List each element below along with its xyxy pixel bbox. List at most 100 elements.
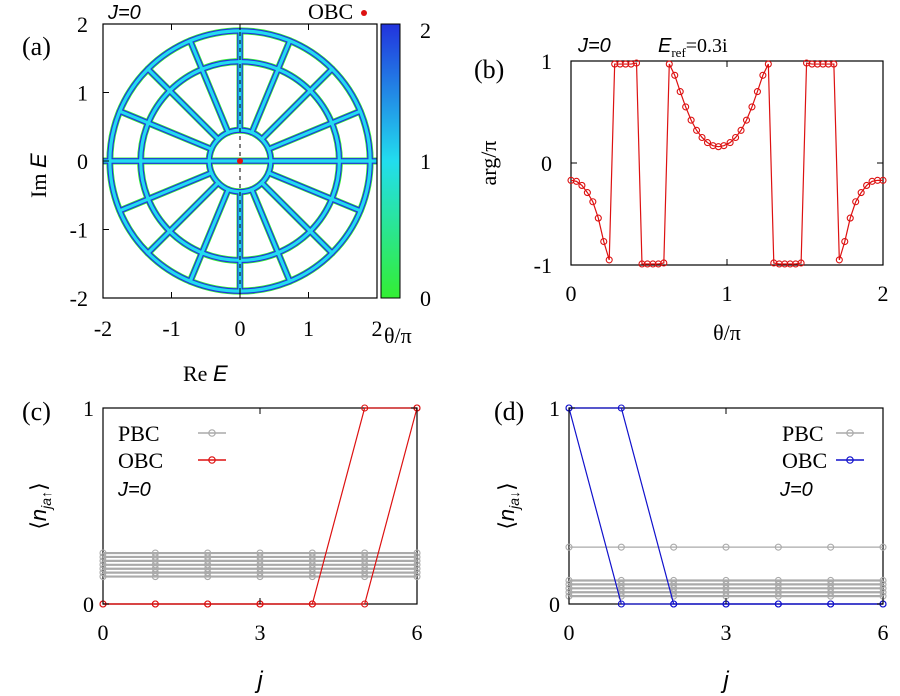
spectrum-spoke-5-layer-2 [118, 171, 214, 213]
panel-b-series-point [737, 126, 745, 134]
panel-c-xtick-label: 6 [412, 620, 423, 645]
panel-d-pbc-4-point [722, 576, 730, 585]
panel-a-label: (a) [22, 32, 51, 61]
spectrum-spoke-14-layer-2 [260, 67, 334, 141]
panel-b-series-line [570, 62, 883, 265]
panel-d-pbc-4-point [617, 576, 625, 585]
panel-b-series-point [732, 133, 740, 142]
panel-c-obc-1-point [308, 600, 316, 608]
panel-b-plot [567, 59, 887, 268]
panel-b-ylabel: arg/π [476, 141, 501, 186]
panel-d-legend-pbc-marker [846, 429, 854, 437]
panel-c-pbc-6-point [308, 549, 316, 557]
panel-a-plot [103, 24, 377, 298]
panel-d-pbc-4-point [827, 576, 835, 585]
colorbar-tick-0: 0 [420, 286, 431, 311]
panel-a-ytick-label: -1 [70, 218, 88, 243]
panel-b-ytick-label: 1 [541, 49, 552, 74]
panel-b-series-point [835, 256, 843, 264]
panel-b-series-point [589, 198, 597, 206]
panel-d-legend-obc-marker [846, 456, 854, 464]
panel-a-ytick-label: -2 [70, 286, 88, 311]
panel-b-series-point [687, 116, 695, 124]
panel-c-legend-pbc-marker [208, 429, 216, 437]
panel-d-xlabel: j [720, 667, 729, 694]
panel-c-legend-obc-marker [208, 456, 216, 464]
panel-b-ytick-label: -1 [534, 253, 552, 278]
panel-c-plot [99, 404, 421, 608]
spectrum-spoke-3-layer-2 [118, 109, 214, 151]
panel-a-xlabel: Re E [183, 361, 228, 386]
panel-a-obc-point [237, 158, 243, 164]
panel-b-series-point [726, 139, 734, 147]
spectrum-spoke-13-layer-2 [266, 109, 362, 151]
panel-b-series-point [846, 214, 854, 222]
panel-d-pbc-top-point [774, 543, 782, 551]
panel-a-ytick-label: 1 [77, 81, 88, 106]
panel-b-xtick-label: 0 [566, 281, 577, 306]
panel-b-series-point [605, 256, 613, 264]
spectrum-spoke-2-layer-2 [146, 67, 220, 141]
panel-c-obc-1-point [361, 600, 369, 608]
panel-c-pbc-6-point [151, 549, 159, 557]
panel-b-j-label: J=0 [577, 35, 611, 57]
panel-d-pbc-top-point [827, 543, 835, 551]
panel-a-ytick-label: 2 [77, 12, 88, 37]
panel-c-pbc-6-point [204, 549, 212, 557]
panel-d-pbc-top-point [617, 543, 625, 551]
panel-b-series-point [753, 88, 761, 96]
panel-b-series-point [720, 142, 728, 150]
panel-a-xtick-label: -2 [94, 316, 112, 341]
panel-d-obc-0-line [569, 407, 883, 605]
panel-b-series-point [703, 139, 712, 147]
panel-b-series-point [632, 59, 641, 67]
panel-b-series-point [852, 198, 860, 206]
panel-b-series-point [600, 237, 608, 246]
panel-d-xtick-label: 0 [564, 620, 575, 645]
spectrum-spoke-11-layer-2 [266, 171, 362, 213]
panel-d-plot [565, 404, 887, 608]
panel-c-ylabel: ⟨nja↑⟩ [26, 482, 54, 529]
panel-b-series-point [764, 60, 772, 68]
panel-d-ylabel: ⟨nja↓⟩ [494, 482, 522, 529]
panel-b-ytick-label: 0 [541, 151, 552, 176]
panel-d-pbc-4-point [670, 576, 678, 585]
panel-d-obc-0-point [617, 404, 625, 412]
panel-a-ylabel: Im E [26, 153, 51, 198]
panel-c-ytick-label: 0 [83, 592, 94, 617]
panel-a-obc-label: OBC [308, 0, 353, 24]
panel-c-pbc-6-point [361, 549, 369, 557]
panel-b-label: (b) [474, 55, 504, 84]
panel-b-series-point [797, 259, 805, 267]
panel-d-pbc-top-point [565, 543, 573, 551]
panel-a-xtick-label: -1 [162, 316, 180, 341]
panel-d-legend-j: J=0 [779, 479, 813, 501]
panel-b-series-point [841, 237, 849, 246]
colorbar [380, 23, 401, 299]
panel-d-legend-obc: OBC [782, 448, 827, 473]
panel-b-series-point [759, 71, 767, 79]
panel-a-ytick-label: 0 [77, 149, 88, 174]
spectrum-spoke-6-layer-2 [146, 181, 220, 255]
panel-d-pbc-top-point [722, 543, 730, 551]
panel-d-obc-1-point [774, 600, 782, 608]
panel-a-j-label: J=0 [107, 2, 141, 24]
panel-d-obc-1-line [568, 407, 883, 605]
spectrum-spoke-7-layer-2 [188, 187, 230, 283]
panel-d-pbc-top-point [670, 543, 678, 551]
panel-b-series-point [857, 189, 865, 197]
panel-d-legend-pbc: PBC [782, 421, 824, 446]
panel-c-legend-obc: OBC [118, 448, 163, 473]
panel-b-series-point [863, 181, 871, 189]
panel-a-xtick-label: 1 [303, 316, 314, 341]
panel-d-obc-1-point [827, 600, 835, 608]
panel-a-yticks: 2 1 0 -1 -2 [70, 12, 109, 311]
panel-b-series-point [578, 181, 586, 189]
